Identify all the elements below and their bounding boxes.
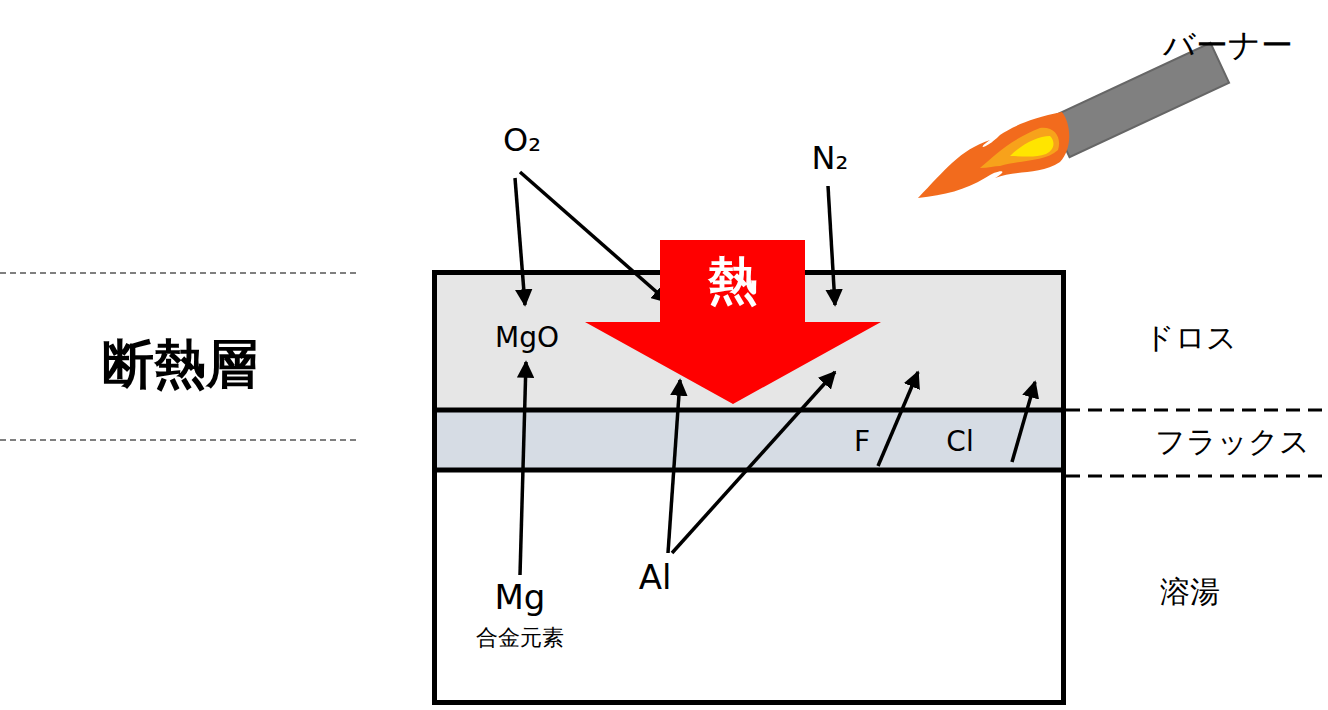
- reaction-arrow: [515, 172, 1035, 575]
- dashed-guide: [0, 439, 356, 441]
- element-label: Al: [639, 558, 672, 597]
- note-label: 合金元素: [476, 625, 564, 650]
- compound-label: MgO: [495, 322, 559, 354]
- dashed-guide: [0, 272, 356, 274]
- element-label: F: [854, 426, 870, 458]
- gas-label: N₂: [812, 140, 849, 177]
- layer-name: フラックス: [1155, 425, 1310, 460]
- layer-name: 溶湯: [1160, 575, 1220, 610]
- layer-name: 熱: [708, 253, 758, 311]
- flux-fill: [432, 410, 1066, 470]
- heat-arrow: 熱: [585, 240, 881, 404]
- element-label: Mg: [495, 578, 546, 617]
- element-label: Cl: [946, 426, 973, 458]
- layer-name: ドロス: [1144, 321, 1237, 356]
- gas-label: O₂: [503, 122, 541, 159]
- dashed-outline: [1066, 475, 1328, 478]
- dashed-outline: [1066, 409, 1328, 412]
- burner-label: バーナー: [1163, 27, 1293, 64]
- melt-fill: [432, 470, 1066, 705]
- flame: [918, 112, 1069, 198]
- layer-label: 断熱層: [102, 335, 258, 395]
- layer-line: [432, 408, 1066, 413]
